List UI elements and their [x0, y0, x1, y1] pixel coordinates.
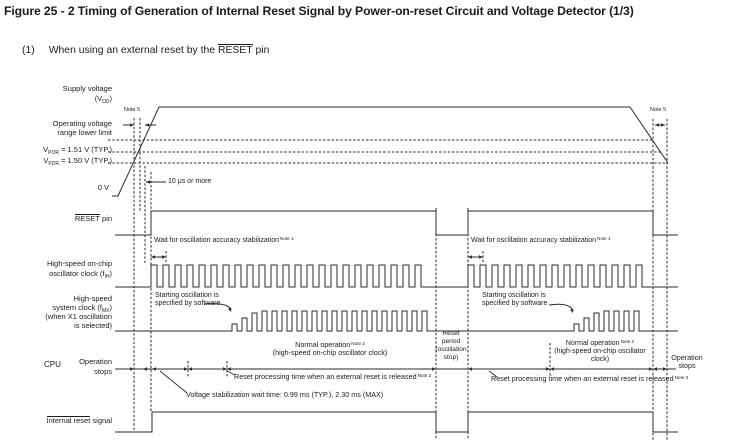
ann-wait-stabilization-2: Wait for oscillation accuracy stabilizat… — [471, 235, 611, 245]
label-reset-pin: RESET pin — [74, 214, 112, 223]
label-vpor: VPOR = 1.51 V (TYP.) — [43, 145, 112, 156]
label-fmx-1: High-speed — [73, 294, 112, 303]
label-operating-voltage-2: range lower limit — [57, 128, 112, 137]
ann-voltage-stabilization: Voltage stabilization wait time: 0.99 ms… — [186, 390, 384, 399]
internal-reset-wave — [115, 411, 678, 433]
reset-pin-wave — [115, 210, 678, 236]
fih-clock-wave — [115, 264, 678, 288]
label-vdd: (VDD) — [94, 94, 112, 105]
page-title: Figure 25 - 2 Timing of Generation of In… — [4, 4, 634, 18]
label-fmx-3: (when X1 oscillation — [45, 312, 112, 321]
reset-overline: RESET — [217, 44, 253, 56]
label-0v: 0 V — [97, 183, 109, 192]
label-internal-reset: Internal reset signal — [46, 416, 112, 425]
ann-10us: 10 μs or more — [168, 178, 212, 185]
label-cpu-stops: stops — [94, 367, 112, 376]
subtitle-number: (1) — [22, 45, 35, 56]
label-fmx-4: is selected) — [74, 321, 112, 330]
figure-subtitle: (1) When using an external reset by the R… — [22, 44, 270, 56]
ann-reset-processing-2: Reset processing time when an external r… — [491, 374, 689, 383]
label-vpdr: VPDR = 1.50 V (TYP.) — [43, 156, 112, 167]
label-supply-voltage: Supply voltage — [62, 84, 112, 93]
ann-note5-left: Note 5 — [124, 107, 141, 113]
ann-note5-right: Note 5 — [650, 107, 667, 113]
label-operating-voltage-1: Operating voltage — [52, 119, 112, 128]
ann-normal-operation-1: Normal operationNote 2 (high-speed on-ch… — [272, 340, 388, 358]
label-fih-1: High-speed on-chip — [46, 259, 112, 268]
supply-voltage-wave — [112, 106, 669, 197]
ann-reset-processing-1: Reset processing time when an external r… — [234, 372, 432, 381]
fmx-clock-wave — [115, 310, 678, 332]
label-fmx-2: system clock (fMX) — [52, 303, 112, 314]
ann-normal-operation-2: Normal operationNote 2 (high-speed on-ch… — [554, 338, 646, 364]
label-cpu: CPU — [44, 360, 61, 369]
ann-wait-stabilization-1: Wait for oscillation accuracy stabilizat… — [154, 235, 294, 245]
label-fih-2: oscillator clock (fIH) — [49, 269, 112, 280]
label-cpu-operation: Operation — [79, 357, 112, 366]
subtitle-text: When using an external reset by the — [48, 45, 218, 56]
